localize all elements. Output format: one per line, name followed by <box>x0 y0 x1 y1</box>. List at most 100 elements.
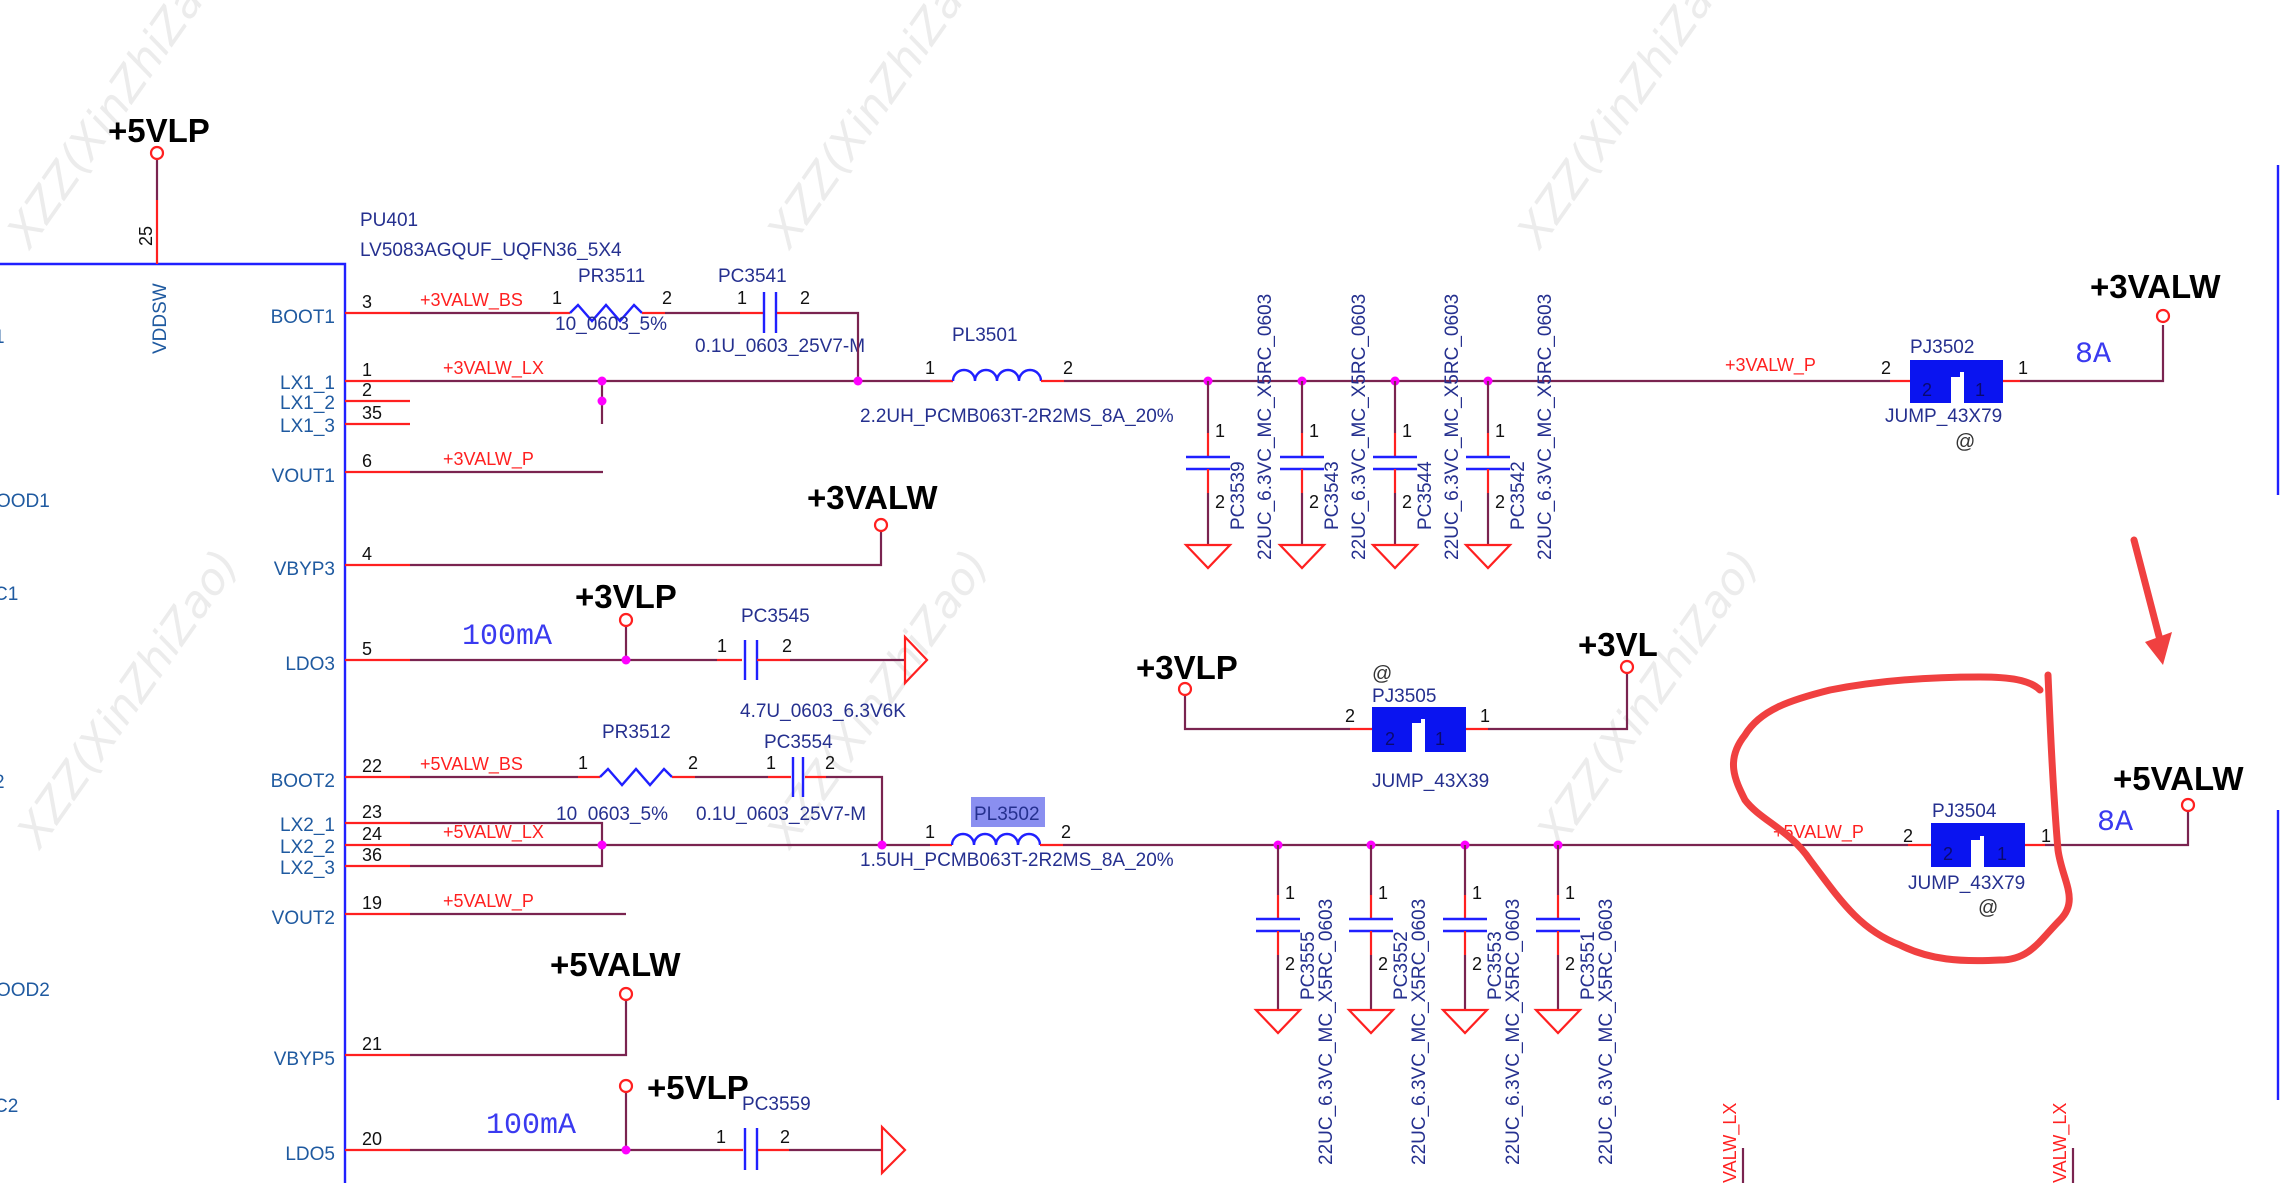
populate-mark: @ <box>1978 897 1998 919</box>
annotation-arrow-head <box>2145 632 2172 665</box>
pin-number: 22 <box>362 756 382 776</box>
ic-pu401[interactable]: PU401 LV5083AGQUF_UQFN36_5X4 +5VLP 25 VD… <box>0 112 622 1183</box>
pin-number: 1 <box>1495 421 1505 441</box>
ref-pc3542: PC3542 <box>1508 461 1529 530</box>
power-terminal-3vlp <box>1177 681 1193 697</box>
pin-number: 2 <box>1903 826 1913 846</box>
bottom-net-stubs: VALW_LX VALW_LX <box>1720 1103 2075 1183</box>
ground-symbol <box>1463 543 1513 570</box>
value-pc3539: 22UC_6.3VC_MC_X5RC_0603 <box>1255 294 1276 560</box>
junction-dot <box>853 376 863 386</box>
net-label: +5VALW_P <box>443 891 534 912</box>
ref-pl3502: PL3502 <box>974 804 1040 825</box>
pin-name-ldo5: LDO5 <box>285 1144 335 1165</box>
power-terminal-3valw <box>2155 308 2171 324</box>
net-label-3valw-p: +3VALW_P <box>1725 355 1816 376</box>
rail-label-5vlp-top: +5VLP <box>108 112 210 149</box>
pin-number: 2 <box>782 636 792 656</box>
value-pc3555: 22UC_6.3VC_MC_X5RC_0603 <box>1316 899 1337 1165</box>
ref-pc3553: PC3553 <box>1485 931 1506 1000</box>
pin-number: 1 <box>1480 706 1490 726</box>
inductor-pl3502[interactable] <box>950 832 1042 846</box>
pin-number: 2 <box>1309 492 1319 512</box>
pin-name-vout2: VOUT2 <box>272 908 335 929</box>
ref-pc3554: PC3554 <box>764 732 833 753</box>
ref-pc3545: PC3545 <box>741 606 810 627</box>
watermark: XZZ(XinZhiZao) <box>1526 541 1769 858</box>
lx2-network: 1 2 PL3502 1.5UH_PCMB063T-2R2MS_8A_20% +… <box>410 797 1908 871</box>
highlight-pl3502 <box>971 797 1045 827</box>
rail-label-3vl: +3VL <box>1578 626 1658 663</box>
left-fragment: 1 <box>0 327 5 348</box>
pin-number: 5 <box>362 639 372 659</box>
jumper-pj3505[interactable]: +3VLP 2 1 2 1 @ PJ3505 JUMP_43X39 +3VL <box>1136 626 1658 792</box>
pin-number: 1 <box>552 288 562 308</box>
net-label: +3VALW_P <box>443 449 534 470</box>
watermark: XZZ(XinZhiZao) <box>756 0 999 258</box>
pin-name-lx1_2: LX1_2 <box>280 393 335 414</box>
value-pr3511: 10_0603_5% <box>555 314 667 335</box>
pad-number: 2 <box>1922 380 1932 400</box>
value-pl3501: 2.2UH_PCMB063T-2R2MS_8A_20% <box>860 406 1174 427</box>
inductor-pl3501[interactable] <box>951 368 1043 382</box>
ic-part-number: LV5083AGQUF_UQFN36_5X4 <box>360 240 622 261</box>
pin-number: 3 <box>362 292 372 312</box>
pin-number: 24 <box>362 824 382 844</box>
rail-label-3vlp: +3VLP <box>1136 649 1238 686</box>
ref-pc3544: PC3544 <box>1415 461 1436 530</box>
pin-number: 1 <box>1309 421 1319 441</box>
vbyp3-network: +3VALW <box>410 479 938 567</box>
power-terminal-3vl <box>1619 659 1635 675</box>
pin-number: 1 <box>1472 883 1482 903</box>
jumper-pad-2 <box>1372 707 1421 752</box>
value-pl3502: 1.5UH_PCMB063T-2R2MS_8A_20% <box>860 850 1174 871</box>
watermark: XZZ(XinZhiZao) <box>6 541 249 858</box>
current-label: 100mA <box>486 1109 576 1143</box>
wire <box>410 1001 628 1057</box>
pin-number: 2 <box>1061 822 1071 842</box>
pad-number: 1 <box>1997 844 2007 864</box>
pin-number: 1 <box>1215 421 1225 441</box>
left-fragment: OOD1 <box>0 491 50 512</box>
pin-name-vddsw: VDDSW <box>150 283 171 354</box>
jumper-pj3504[interactable]: 2 1 2 1 PJ3504 JUMP_43X79 @ +5VALW 8A <box>1903 760 2244 919</box>
pin-number: 2 <box>1402 492 1412 512</box>
resistor-pr3511[interactable] <box>569 303 643 323</box>
pin-number: 1 <box>925 358 935 378</box>
pin-number: 1 <box>578 753 588 773</box>
value-pj3504: JUMP_43X79 <box>1908 873 2025 894</box>
value-pc3544: 22UC_6.3VC_MC_X5RC_0603 <box>1442 294 1463 560</box>
ground-symbol <box>903 634 929 686</box>
pin-name-vout1: VOUT1 <box>272 466 335 487</box>
pin-name-lx1_3: LX1_3 <box>280 416 335 437</box>
resistor-pr3512[interactable] <box>599 767 673 787</box>
ref-pc3541: PC3541 <box>718 266 787 287</box>
jumper-pj3502[interactable]: 2 1 2 1 PJ3502 JUMP_43X79 @ +3VALW 8A <box>1881 268 2221 453</box>
ground-symbol <box>1533 1008 1583 1035</box>
populate-mark: @ <box>1372 663 1392 685</box>
watermark: XZZ(XinZhiZao) <box>1506 0 1749 258</box>
pin-number: 2 <box>800 288 810 308</box>
pin-number: 1 <box>1565 883 1575 903</box>
wire <box>2045 812 2190 847</box>
jumper-pad-1 <box>1956 360 2003 403</box>
pin-name-ldo3: LDO3 <box>285 654 335 675</box>
rail-label-5valw-out: +5VALW <box>2113 760 2244 797</box>
ground-symbol <box>1440 1008 1490 1035</box>
pin-name-boot1: BOOT1 <box>271 307 335 328</box>
pin-number: 1 <box>1378 883 1388 903</box>
ic-outline <box>0 262 347 1183</box>
ref-pc3539: PC3539 <box>1228 461 1249 530</box>
pin-number: 1 <box>2041 826 2051 846</box>
pin-number: 2 <box>1215 492 1225 512</box>
pin-number: 2 <box>1378 954 1388 974</box>
jumper-pad-1 <box>1417 707 1466 752</box>
ref-pc3559: PC3559 <box>742 1094 811 1115</box>
junction-dot <box>597 376 607 386</box>
pin-number: 2 <box>780 1127 790 1147</box>
value-pc3543: 22UC_6.3VC_MC_X5RC_0603 <box>1349 294 1370 560</box>
pin-number: 21 <box>362 1034 382 1054</box>
power-terminal-3valw <box>873 517 889 533</box>
pin-name-lx2_2: LX2_2 <box>280 837 335 858</box>
